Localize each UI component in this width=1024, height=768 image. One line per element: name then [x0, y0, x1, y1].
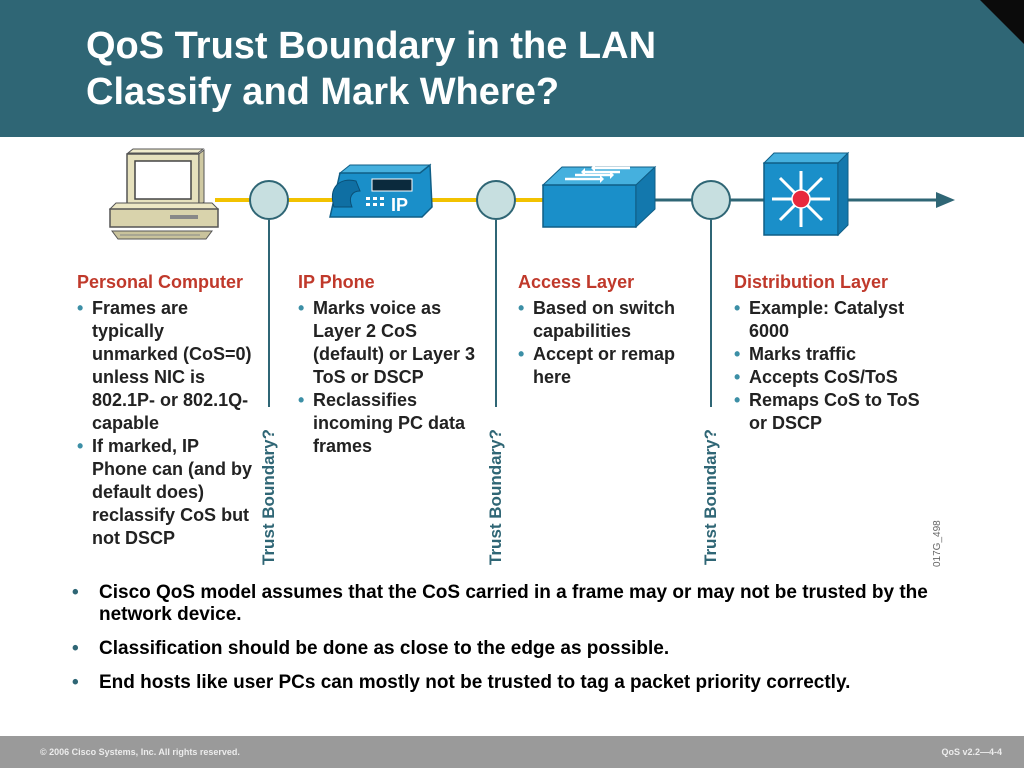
multilayer-switch-icon	[762, 151, 850, 237]
list-item: •If marked, IP Phone can (and by default…	[77, 436, 253, 548]
list-item: •Based on switch capabilities	[518, 298, 676, 341]
ip-phone-label: IP	[391, 195, 408, 215]
column-access-layer: Access Layer •Based on switch capabiliti…	[518, 271, 700, 389]
column-heading: Access Layer	[518, 272, 635, 292]
switch-icon	[541, 164, 657, 229]
column-bullets: •Based on switch capabilities •Accept or…	[518, 297, 700, 389]
list-item: •Remaps CoS to ToS or DSCP	[734, 390, 920, 433]
column-bullets: •Marks voice as Layer 2 CoS (default) or…	[298, 297, 478, 458]
slide-title-line-1: QoS Trust Boundary in the LAN	[86, 25, 657, 67]
column-heading: Distribution Layer	[734, 272, 889, 292]
corner-decoration	[980, 0, 1024, 44]
column-heading: IP Phone	[298, 272, 375, 292]
list-item: •Reclassifies incoming PC data frames	[298, 390, 466, 456]
diagram-graphics: IP	[108, 148, 955, 407]
slide-title-line-2: Classify and Mark Where?	[86, 71, 560, 113]
column-bullets: •Frames are typically unmarked (CoS=0) u…	[77, 297, 255, 550]
uplink-arrow-icon	[936, 192, 955, 208]
pc-icon	[108, 148, 220, 240]
column-personal-computer: Personal Computer •Frames are typically …	[77, 271, 255, 550]
trust-boundary-1	[249, 180, 289, 407]
ip-phone-icon	[329, 163, 433, 218]
trust-boundary-diagram: IP Person	[0, 137, 1024, 577]
footer-bar: © 2006 Cisco Systems, Inc. All rights re…	[0, 736, 1024, 768]
trust-boundary-label-3: Trust Boundary?	[701, 428, 720, 565]
trust-boundary-3	[691, 180, 731, 407]
trust-boundary-2	[476, 180, 516, 407]
copyright-text: © 2006 Cisco Systems, Inc. All rights re…	[40, 747, 240, 757]
list-item: •Example: Catalyst 6000	[734, 298, 905, 341]
list-item: •Marks voice as Layer 2 CoS (default) or…	[298, 298, 476, 387]
title-bar: QoS Trust Boundary in the LAN Classify a…	[0, 0, 1024, 137]
list-item: •Classification should be done as close …	[72, 638, 670, 659]
column-distribution-layer: Distribution Layer •Example: Catalyst 60…	[734, 271, 939, 435]
list-item: •Frames are typically unmarked (CoS=0) u…	[77, 298, 252, 433]
trust-boundary-label-1: Trust Boundary?	[259, 428, 278, 565]
column-heading: Personal Computer	[77, 272, 244, 292]
trust-boundary-label-2: Trust Boundary?	[486, 428, 505, 565]
summary-bullets: •Cisco QoS model assumes that the CoS ca…	[72, 582, 972, 706]
slide-number: QoS v2.2—4-4	[941, 747, 1002, 757]
list-item: •End hosts like user PCs can mostly not …	[72, 672, 851, 693]
figure-id: 017G_498	[932, 520, 943, 567]
list-item: •Marks traffic	[734, 344, 857, 364]
column-bullets: •Example: Catalyst 6000 •Marks traffic •…	[734, 297, 939, 435]
list-item: •Cisco QoS model assumes that the CoS ca…	[72, 582, 928, 625]
list-item: •Accepts CoS/ToS	[734, 367, 898, 387]
column-ip-phone: IP Phone •Marks voice as Layer 2 CoS (de…	[298, 271, 478, 458]
list-item: •Accept or remap here	[518, 344, 676, 387]
